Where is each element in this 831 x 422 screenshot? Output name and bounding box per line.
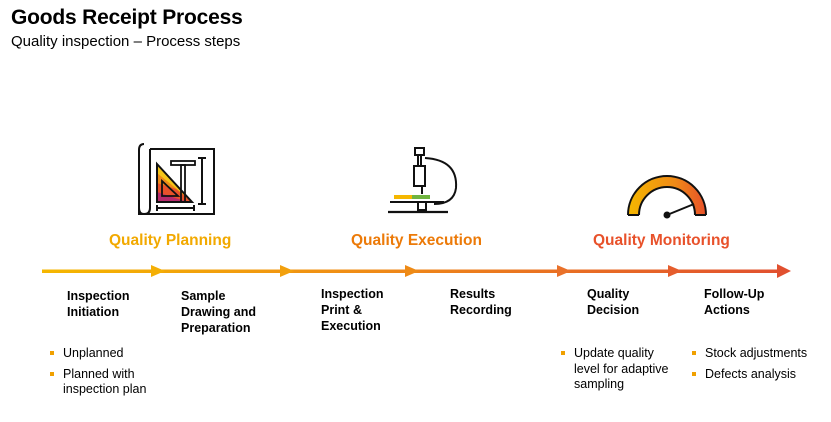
bullet-marker (692, 371, 696, 376)
list-item: Planned with inspection plan (50, 367, 170, 398)
page-title: Goods Receipt Process (11, 6, 243, 29)
bullet-marker (561, 351, 565, 355)
bullet-marker (50, 371, 54, 376)
phase-label-monitoring: Quality Monitoring (593, 232, 730, 249)
gauge-icon (627, 175, 707, 219)
list-item: Update quality level for adaptive sampli… (561, 346, 681, 393)
list-item: Stock adjustments (692, 346, 822, 362)
list-item: Unplanned (50, 346, 170, 362)
bullet-marker (50, 351, 54, 355)
list-item: Defects analysis (692, 367, 822, 383)
follow-up-bullet-list: Stock adjustments Defects analysis (692, 346, 822, 387)
step-inspection-print: Inspection Print & Execution (321, 287, 384, 333)
arrowhead (405, 265, 419, 277)
step-follow-up-actions: Follow-Up Actions (704, 287, 765, 317)
step-results-recording: Results Recording (450, 287, 512, 317)
page-subtitle: Quality inspection – Process steps (11, 33, 241, 50)
microscope-icon (388, 147, 458, 214)
arrowhead (668, 265, 682, 277)
step-inspection-initiation: Inspection Initiation (67, 289, 130, 319)
process-timeline-arrow (42, 264, 791, 278)
timeline-arrowheads (151, 264, 791, 278)
arrowhead (280, 265, 294, 277)
blueprint-icon (138, 143, 215, 216)
step-quality-decision: Quality Decision (587, 287, 640, 317)
arrowhead (151, 265, 165, 277)
step-sample-drawing: Sample Drawing and Preparation (181, 289, 257, 335)
decision-bullet-list: Update quality level for adaptive sampli… (561, 346, 681, 398)
phase-label-planning: Quality Planning (109, 232, 232, 249)
initiation-bullet-list: Unplanned Planned with inspection plan (50, 346, 170, 403)
phase-label-execution: Quality Execution (351, 232, 482, 249)
arrowhead (557, 265, 571, 277)
bullet-marker (692, 351, 696, 355)
arrowhead (777, 264, 791, 278)
